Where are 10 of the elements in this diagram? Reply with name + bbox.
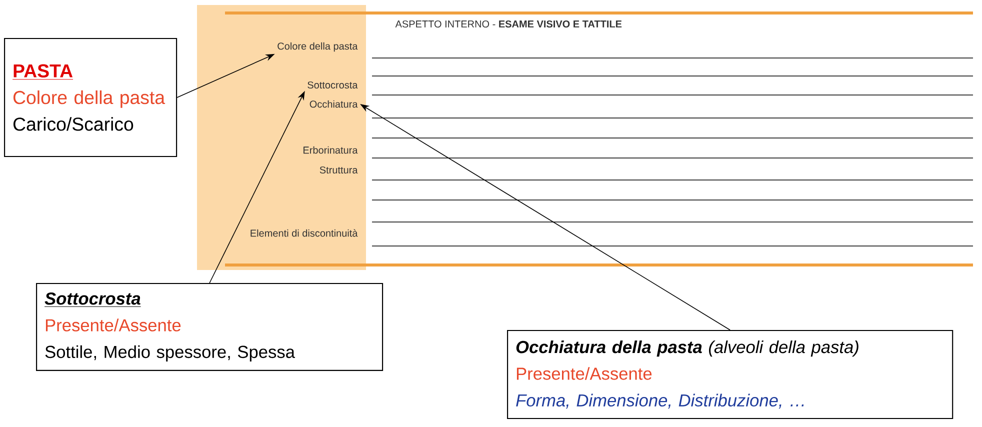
form-label: Elementi di discontinuità [250, 229, 358, 237]
form-label: Sottocrosta [308, 81, 358, 89]
info-box: Sottocrosta Presente/Assente Sottile, Medio spessore, Spessa [36, 283, 384, 371]
form-label: Occhiatura [310, 100, 358, 108]
form-label: Colore della pasta [278, 42, 358, 52]
form-heading: ASPETTO INTERNO - ESAME VISIVO E TATTILE [395, 20, 622, 28]
form-label: Erborinatura [304, 146, 358, 154]
info-box: PASTA Colore della pasta Carico/Scarico [4, 38, 178, 158]
info-box: Occhiatura della pasta (alveoli della pasta) Presente/Assente Forma, Dimensione, Distribuzione, … [507, 330, 954, 420]
form-label: Struttura [320, 166, 358, 174]
